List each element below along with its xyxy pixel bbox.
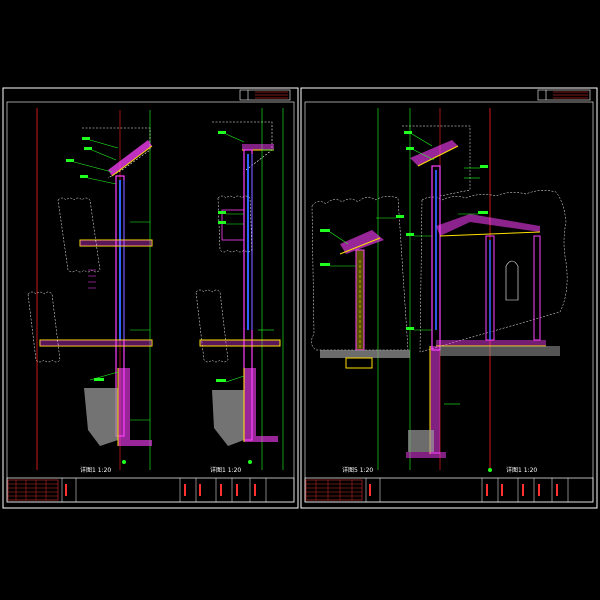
detail-title: 详图1 1:20 — [80, 466, 111, 474]
right-sheet: 详图5 1:20 — [300, 87, 598, 509]
left-title-block — [6, 477, 295, 503]
left-sheet: 详图1 1:20 — [2, 87, 299, 509]
wall-section-detail-a — [27, 127, 153, 464]
right-title-block — [304, 477, 594, 503]
pavilion-section-detail — [311, 196, 410, 369]
right-sheet-inner-frame — [304, 101, 594, 503]
wall-section-detail-b — [195, 121, 281, 464]
detail-title: 详图1 1:20 — [506, 466, 537, 474]
right-sheet-frame — [300, 87, 598, 509]
left-sheet-tag — [239, 89, 291, 101]
left-sheet-frame — [2, 87, 299, 509]
building-section-detail — [402, 125, 568, 472]
detail-title: 详图5 1:20 — [342, 466, 373, 474]
detail-title: 详图1 1:20 — [210, 466, 241, 474]
right-sheet-tag — [537, 89, 591, 101]
